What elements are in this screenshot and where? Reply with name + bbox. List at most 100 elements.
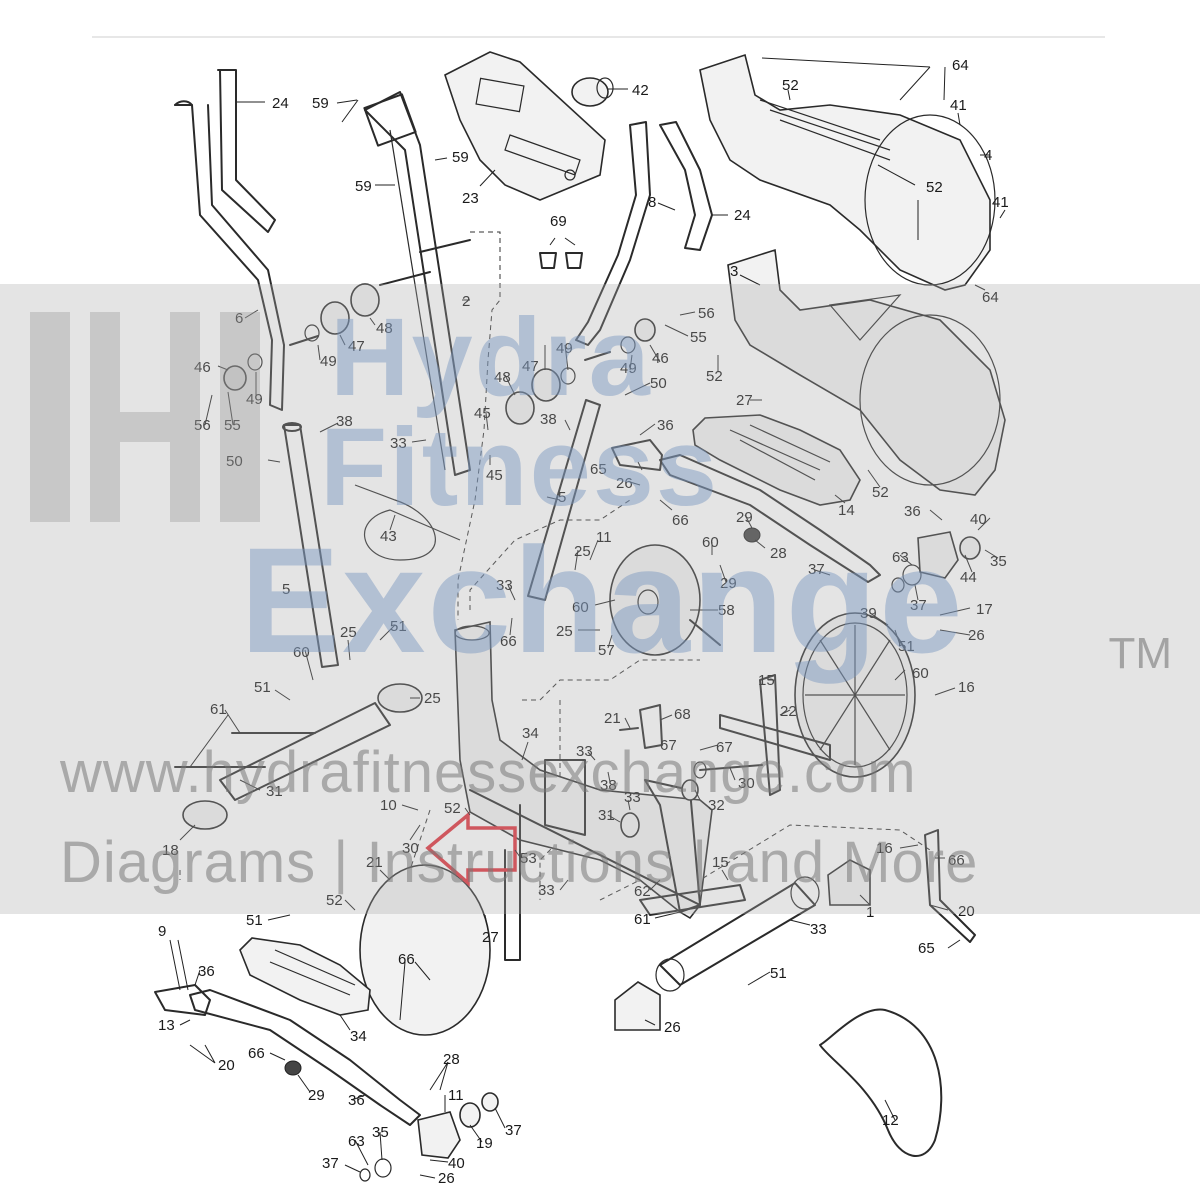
pedal-13 bbox=[239, 937, 371, 1016]
part-label: 52 bbox=[782, 77, 799, 94]
tension-bracket-22 bbox=[619, 704, 663, 749]
part-label: 41 bbox=[950, 97, 967, 114]
part-labels: 24 59 59 59 23 42 52 64 41 4 52 41 64 8 … bbox=[158, 57, 1009, 1187]
part-label: 41 bbox=[992, 194, 1009, 211]
left-handle-grip-24 bbox=[217, 69, 276, 233]
part-label: 36 bbox=[904, 503, 921, 520]
part-label: 25 bbox=[424, 690, 441, 707]
part-label: 59 bbox=[355, 178, 372, 195]
side-cover-3 bbox=[727, 248, 1006, 496]
part-label: 61 bbox=[210, 701, 227, 718]
part-label: 65 bbox=[590, 461, 607, 478]
right-handle-grip-24 bbox=[659, 121, 713, 251]
front-stabilizer-10 bbox=[182, 683, 423, 830]
part-label: 63 bbox=[892, 549, 909, 566]
roller-28-left bbox=[284, 1060, 302, 1076]
part-label: 52 bbox=[326, 892, 343, 909]
part-label: 29 bbox=[308, 1087, 325, 1104]
part-label: 28 bbox=[443, 1051, 460, 1068]
part-label: 56 bbox=[194, 417, 211, 434]
part-label: 33 bbox=[810, 921, 827, 938]
part-label: 5 bbox=[558, 489, 566, 506]
part-label: 31 bbox=[598, 807, 615, 824]
part-label: 64 bbox=[952, 57, 969, 74]
part-label: 30 bbox=[738, 775, 755, 792]
part-label: 33 bbox=[624, 789, 641, 806]
part-label: 53 bbox=[520, 850, 537, 867]
part-label: 52 bbox=[706, 368, 723, 385]
part-label: 19 bbox=[476, 1135, 493, 1152]
part-label: 11 bbox=[596, 529, 612, 546]
tension-cable-43 bbox=[354, 484, 461, 561]
part-label: 33 bbox=[538, 882, 555, 899]
pivot-bushings bbox=[223, 239, 656, 425]
part-label: 23 bbox=[462, 190, 479, 207]
leader-lines bbox=[169, 57, 1006, 1179]
part-label: 27 bbox=[482, 929, 499, 946]
pedal-14 bbox=[692, 414, 861, 506]
part-label: 3 bbox=[730, 263, 738, 280]
pedal-arm-11-left bbox=[189, 989, 421, 1126]
part-label: 61 bbox=[634, 911, 651, 928]
part-label: 10 bbox=[380, 797, 397, 814]
part-label: 36 bbox=[657, 417, 674, 434]
part-label: 37 bbox=[505, 1122, 522, 1139]
caps-69 bbox=[539, 252, 583, 269]
part-label: 33 bbox=[496, 577, 513, 594]
part-label: 35 bbox=[372, 1124, 389, 1141]
part-label: 39 bbox=[860, 605, 877, 622]
highlight-arrow bbox=[425, 811, 517, 887]
rear-cover-4 bbox=[699, 53, 996, 291]
part-label: 40 bbox=[448, 1155, 465, 1172]
part-label: 15 bbox=[712, 854, 729, 871]
part-label: 45 bbox=[486, 467, 503, 484]
part-label: 5 bbox=[282, 581, 290, 598]
drive-belt-19 bbox=[819, 1008, 943, 1157]
right-arm-lower-5 bbox=[527, 399, 601, 601]
part-label: 47 bbox=[522, 358, 539, 375]
part-label: 4 bbox=[984, 147, 992, 164]
part-label: 37 bbox=[910, 597, 927, 614]
part-label: 16 bbox=[958, 679, 975, 696]
fan-cover-15-left bbox=[359, 864, 491, 1036]
part-label: 20 bbox=[958, 903, 975, 920]
part-label: 50 bbox=[650, 375, 667, 392]
part-label: 49 bbox=[246, 391, 263, 408]
left-handle-upper-6 bbox=[174, 100, 285, 411]
part-label: 36 bbox=[198, 963, 215, 980]
pivot-bracket-65-right bbox=[611, 439, 663, 471]
part-label: 32 bbox=[708, 797, 725, 814]
part-label: 43 bbox=[380, 528, 397, 545]
part-label: 51 bbox=[254, 679, 271, 696]
left-arm-lower-5 bbox=[282, 422, 339, 668]
part-label: 21 bbox=[604, 710, 621, 727]
part-label: 51 bbox=[770, 965, 787, 982]
part-label: 1 bbox=[866, 904, 874, 921]
part-label: 48 bbox=[494, 369, 511, 386]
part-label: 12 bbox=[882, 1112, 899, 1129]
part-label: 11 bbox=[448, 1087, 464, 1104]
part-label: 36 bbox=[348, 1092, 365, 1109]
part-label: 25 bbox=[556, 623, 573, 640]
part-label: 33 bbox=[576, 743, 593, 760]
part-label: 57 bbox=[598, 642, 615, 659]
part-label: 24 bbox=[734, 207, 751, 224]
part-label: 52 bbox=[926, 179, 943, 196]
part-label: 51 bbox=[246, 912, 263, 929]
part-label: 18 bbox=[162, 842, 179, 859]
part-label: 15 bbox=[758, 672, 775, 689]
part-label: 68 bbox=[674, 706, 691, 723]
bolts-34 bbox=[174, 732, 316, 768]
part-label: 6 bbox=[235, 310, 243, 327]
pedal-arm-11-right bbox=[659, 454, 881, 583]
rear-stabilizer-9 bbox=[655, 876, 820, 992]
part-label: 46 bbox=[194, 359, 211, 376]
part-label: 34 bbox=[522, 725, 539, 742]
part-label: 26 bbox=[438, 1170, 455, 1187]
end-cap-20-right bbox=[827, 859, 871, 906]
part-label: 44 bbox=[960, 569, 977, 586]
part-label: 28 bbox=[770, 545, 787, 562]
fan-wheel-15-right bbox=[794, 612, 916, 778]
flywheel-17 bbox=[609, 544, 721, 656]
